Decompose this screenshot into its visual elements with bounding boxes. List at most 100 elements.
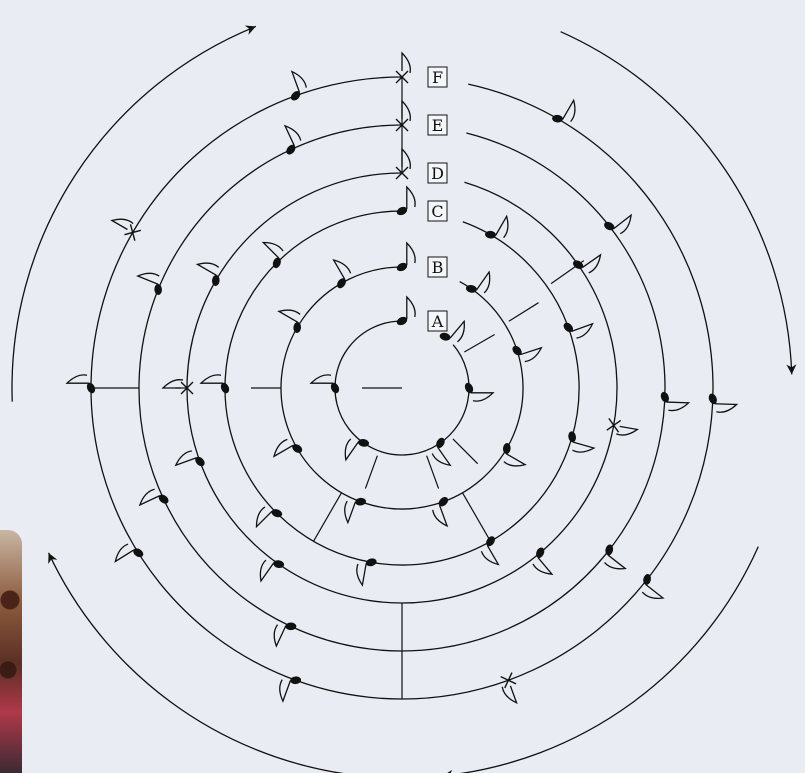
note-flag <box>251 505 272 526</box>
eighth-note <box>659 390 689 411</box>
rest-mark <box>396 101 410 131</box>
note-flag <box>666 402 688 411</box>
eighth-note <box>340 492 369 527</box>
note-head <box>534 546 546 559</box>
note-flag <box>502 684 517 706</box>
ring-label-text: A <box>431 312 444 331</box>
eighth-note <box>281 69 310 104</box>
arrow-head <box>44 551 57 564</box>
note-flag <box>450 321 471 343</box>
eighth-note <box>395 187 415 217</box>
ring-label-text: E <box>432 116 444 135</box>
note-flag <box>603 555 625 575</box>
ring-label-text: D <box>431 164 444 183</box>
note-flag <box>254 558 273 581</box>
ring-label-c: C <box>428 201 447 221</box>
note-flag <box>480 545 498 568</box>
note-head <box>434 436 446 449</box>
note-flag <box>111 543 134 562</box>
arrow-tip <box>245 22 258 35</box>
ring-label-text: F <box>432 68 443 87</box>
spoke <box>427 456 439 489</box>
arrow-head <box>245 22 258 35</box>
note-flag <box>714 404 736 413</box>
eighth-note <box>192 257 228 289</box>
note-head <box>603 220 616 232</box>
note-flag <box>270 438 293 456</box>
rest-mark <box>396 53 410 83</box>
note-flag <box>201 375 223 383</box>
note-flag <box>402 53 410 73</box>
note-head <box>562 321 575 334</box>
note-flag <box>520 348 543 363</box>
eighth-note <box>510 337 544 365</box>
note-flag <box>531 557 552 579</box>
note-head <box>291 442 304 455</box>
note-head <box>154 284 162 295</box>
note-flag <box>583 255 606 274</box>
note-head <box>568 431 577 443</box>
ring-label-d: D <box>428 163 447 183</box>
spoke <box>314 493 342 541</box>
labels-group: A B CD E F <box>428 67 447 331</box>
note-head <box>439 332 452 342</box>
eighth-note <box>426 434 459 470</box>
note-head <box>571 259 584 271</box>
note-flag <box>163 380 183 388</box>
arrow-clockwise-bottom-left <box>49 553 348 773</box>
note-flag <box>269 623 286 646</box>
eighth-note <box>275 122 305 157</box>
eighth-note <box>270 434 306 466</box>
eighth-note <box>476 533 508 569</box>
note-flag <box>402 149 410 169</box>
note-head <box>511 344 524 357</box>
eighth-note <box>526 544 560 579</box>
note-flag <box>339 437 358 460</box>
note-flag <box>354 562 366 585</box>
eighth-note <box>324 256 356 292</box>
x-mark <box>124 224 140 240</box>
note-head <box>437 495 450 508</box>
note-flag <box>279 304 302 322</box>
note-head <box>285 623 296 631</box>
note-flag <box>432 505 447 529</box>
note-flag <box>641 584 663 604</box>
note-flag <box>402 101 410 121</box>
note-flag <box>407 297 415 319</box>
ring-label-e: E <box>428 115 447 135</box>
arrow-clockwise-top-right <box>561 32 792 375</box>
eighth-note <box>601 206 637 240</box>
arrows-group <box>12 22 797 773</box>
note-flag <box>197 257 220 275</box>
note-flag <box>311 375 333 383</box>
rest-mark <box>109 213 142 240</box>
ring-label-text: B <box>432 258 444 277</box>
x-mark <box>607 418 621 432</box>
note-head <box>289 89 302 102</box>
note-flag <box>496 216 514 239</box>
eighth-note <box>495 440 531 472</box>
note-head <box>290 676 302 685</box>
note-flag <box>431 447 450 470</box>
arrow-tip <box>44 551 57 564</box>
note-flag <box>476 272 495 295</box>
note-head <box>132 547 145 559</box>
ring-label-text: C <box>431 202 443 221</box>
eighth-note <box>67 375 97 395</box>
eighth-note <box>133 268 168 297</box>
note-flag <box>572 324 596 339</box>
note-head <box>365 557 378 567</box>
eighth-note <box>482 211 514 247</box>
note-flag <box>340 499 355 523</box>
eighth-note <box>275 670 304 705</box>
spoke <box>453 439 478 464</box>
ring-b <box>281 267 523 509</box>
note-head <box>157 493 170 506</box>
arrow-clockwise-bottom-right <box>443 547 759 773</box>
note-flag <box>112 213 133 230</box>
note-head <box>284 143 297 156</box>
note-flag <box>407 187 415 209</box>
note-flag <box>285 122 302 145</box>
ring-label-f: F <box>428 67 447 87</box>
note-flag <box>502 454 525 472</box>
